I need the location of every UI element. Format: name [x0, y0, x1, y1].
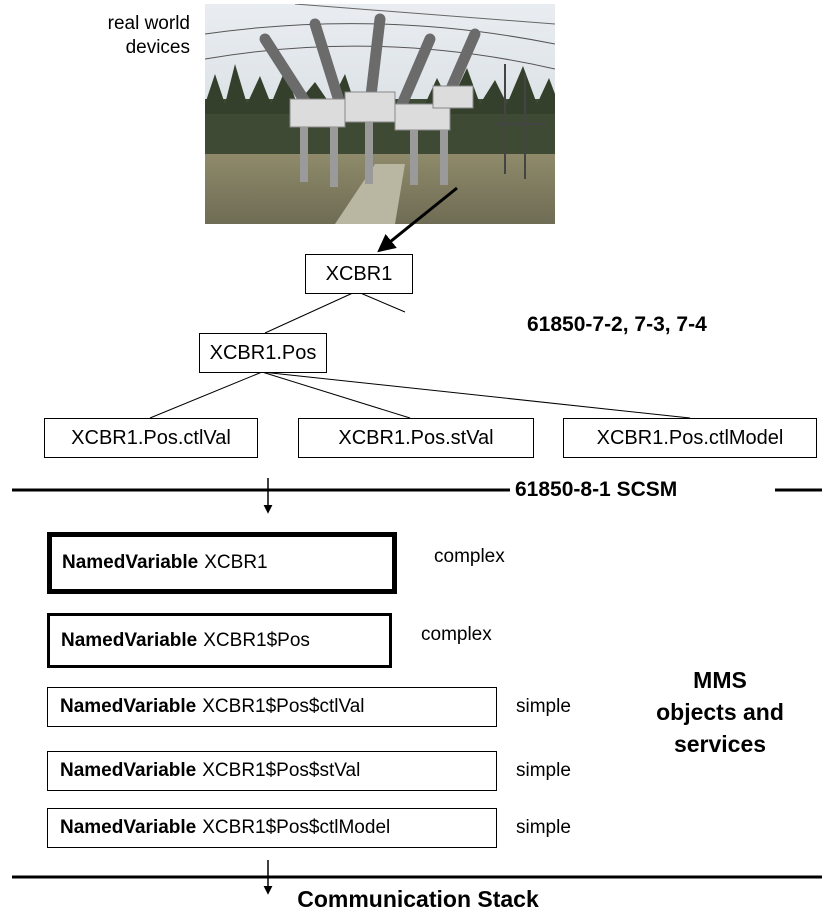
mms-var-name: XCBR1$Pos — [203, 629, 310, 651]
substation-photo-art — [205, 4, 555, 224]
mms-var-keyword: NamedVariable — [61, 629, 198, 651]
tree-line-pos-ctlval — [149, 371, 263, 419]
standard-7-x-label: 61850-7-2, 7-3, 7-4 — [527, 313, 707, 336]
real-world-label-line1: real world — [107, 13, 190, 34]
node-ctlmodel-label: XCBR1.Pos.ctlModel — [596, 426, 784, 449]
node-stval: XCBR1.Pos.stVal — [298, 418, 534, 458]
mms-var-type: complex — [434, 546, 505, 567]
mms-var-keyword: NamedVariable — [60, 817, 197, 838]
substation-photo — [205, 4, 555, 224]
tree-line-root-stub — [357, 291, 406, 313]
mms-var-name: XCBR1$Pos$stVal — [202, 760, 361, 781]
node-ctlmodel: XCBR1.Pos.ctlModel — [563, 418, 817, 458]
mms-var-name: XCBR1$Pos$ctlModel — [202, 817, 391, 838]
real-world-devices-label: real world devices — [60, 12, 190, 60]
node-ctlval: XCBR1.Pos.ctlVal — [44, 418, 258, 458]
mms-label: MMS objects and services — [620, 664, 820, 760]
mms-var-keyword: NamedVariable — [62, 552, 199, 573]
mms-var-type: complex — [421, 624, 492, 645]
tree-line-root-pos — [264, 291, 356, 334]
scsm-label: 61850-8-1 SCSM — [515, 478, 678, 501]
mms-var-type: simple — [516, 817, 571, 838]
node-xcbr1-pos: XCBR1.Pos — [199, 333, 327, 373]
mms-label-line2: objects and — [656, 699, 784, 725]
node-xcbr1-label: XCBR1 — [325, 262, 393, 285]
mms-var-name: XCBR1 — [204, 552, 268, 573]
node-xcbr1-pos-label: XCBR1.Pos — [209, 341, 317, 364]
photo-to-xcbr1-arrow — [377, 186, 458, 253]
mms-var-keyword: NamedVariable — [60, 760, 197, 781]
node-stval-label: XCBR1.Pos.stVal — [338, 426, 494, 449]
mms-label-line1: MMS — [693, 667, 747, 693]
mms-var-type: simple — [516, 696, 571, 717]
mms-var-keyword: NamedVariable — [60, 696, 197, 717]
mms-var-type: simple — [516, 760, 571, 781]
tree-line-pos-stval — [261, 371, 411, 419]
tree-line-pos-ctlmodel — [261, 371, 691, 419]
mms-label-line3: services — [673, 731, 767, 757]
node-xcbr1: XCBR1 — [305, 254, 413, 294]
communication-stack-label: Communication Stack — [297, 886, 539, 912]
real-world-label-line2: devices — [125, 37, 190, 58]
mms-var-name: XCBR1$Pos$ctlVal — [202, 696, 365, 717]
node-ctlval-label: XCBR1.Pos.ctlVal — [71, 426, 231, 449]
